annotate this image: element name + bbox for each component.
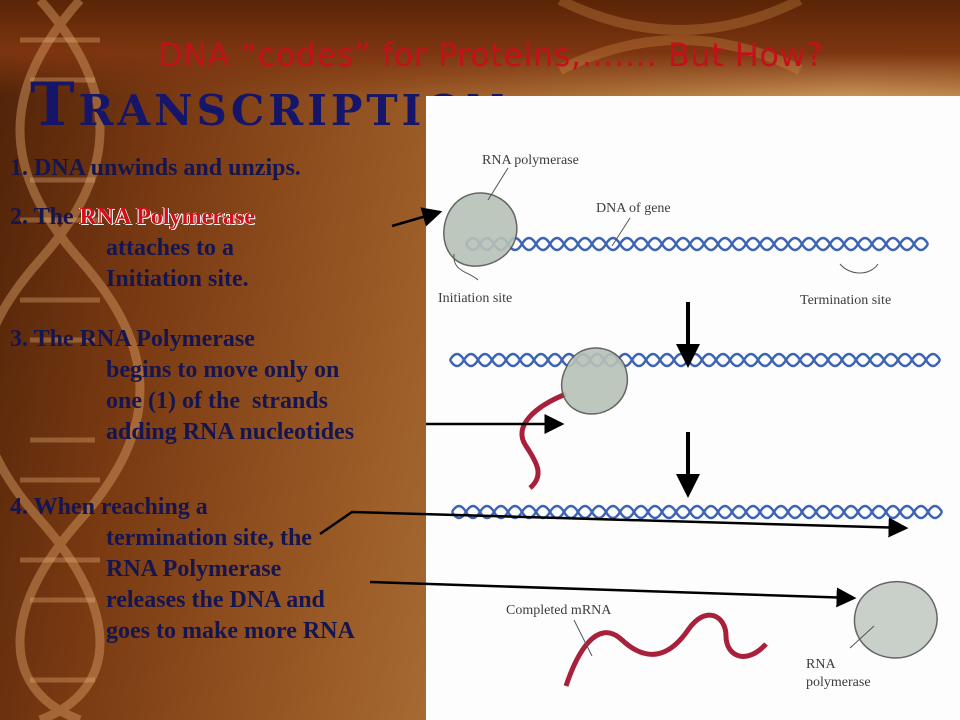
step-4: 4. When reaching a termination site, the… xyxy=(10,492,355,647)
label-rna-polymerase: RNA polymerase xyxy=(482,153,579,168)
rna-polymerase-pointer-3 xyxy=(849,625,875,649)
label-rna-polymerase-bottom-line-2: polymerase xyxy=(806,675,871,690)
arrow-step-4-to-released-polymerase xyxy=(369,580,857,608)
label-termination-site: Termination site xyxy=(800,293,891,308)
dna-of-gene-pointer xyxy=(611,217,631,247)
step-2-line-2: attaches to a xyxy=(106,235,234,261)
step-4-line-5: goes to make more RNA xyxy=(106,618,355,644)
label-dna-of-gene: DNA of gene xyxy=(596,201,671,216)
label-rna-polymerase-bottom-line-1: RNA xyxy=(806,657,836,672)
step-3-line-1: 3. The RNA Polymerase xyxy=(10,326,255,352)
step-4-line-1: 4. When reaching a xyxy=(10,494,208,520)
slide-subtitle: DNA “codes” for Proteins,……. But How? xyxy=(158,36,824,74)
arrow-step-2-to-polymerase xyxy=(391,207,443,228)
completed-mrna-strand xyxy=(563,612,768,687)
rna-polymerase-shape-3 xyxy=(853,580,938,659)
rna-polymerase-shape-2 xyxy=(560,347,629,415)
step-4-line-2: termination site, the xyxy=(106,525,312,551)
step-2: 2. The RNA Polymerase attaches to a Init… xyxy=(10,202,255,295)
title-band xyxy=(0,0,960,96)
step-3-line-3: one (1) of the strands xyxy=(106,388,328,414)
dna-strand-stage-1 xyxy=(464,236,930,252)
step-1: 1. DNA unwinds and unzips. xyxy=(10,153,301,184)
transcription-figure: RNA polymerase DNA of gene Initiation si… xyxy=(426,96,960,720)
step-3-line-2: begins to move only on xyxy=(106,357,340,383)
completed-mrna-pointer xyxy=(573,619,593,657)
step-4-line-3: RNA Polymerase xyxy=(106,556,282,582)
rna-polymerase-pointer-1 xyxy=(487,167,509,201)
initiation-site-bracket xyxy=(453,253,479,281)
step-2-prefix: 2. The xyxy=(10,204,80,230)
termination-site-bracket xyxy=(839,263,879,274)
step-3-line-4: adding RNA nucleotides xyxy=(106,419,355,445)
step-2-line-1: 2. The RNA Polymerase xyxy=(10,202,255,233)
label-initiation-site: Initiation site xyxy=(438,291,512,306)
step-3: 3. The RNA Polymerase begins to move onl… xyxy=(10,324,354,448)
label-completed-mrna: Completed mRNA xyxy=(506,603,612,618)
arrow-step-4-to-termination xyxy=(319,510,909,538)
mrna-strand-stage-2 xyxy=(519,391,567,490)
rna-polymerase-shape-1 xyxy=(443,192,518,267)
step-1-line-1: 1. DNA unwinds and unzips. xyxy=(10,155,301,181)
dna-strand-stage-3 xyxy=(450,504,944,520)
rna-polymerase-highlight: RNA Polymerase xyxy=(79,204,255,230)
step-2-line-3: Initiation site. xyxy=(106,266,249,292)
step-4-line-4: releases the DNA and xyxy=(106,587,325,613)
figure-diagram: RNA polymerase DNA of gene Initiation si… xyxy=(438,153,944,690)
